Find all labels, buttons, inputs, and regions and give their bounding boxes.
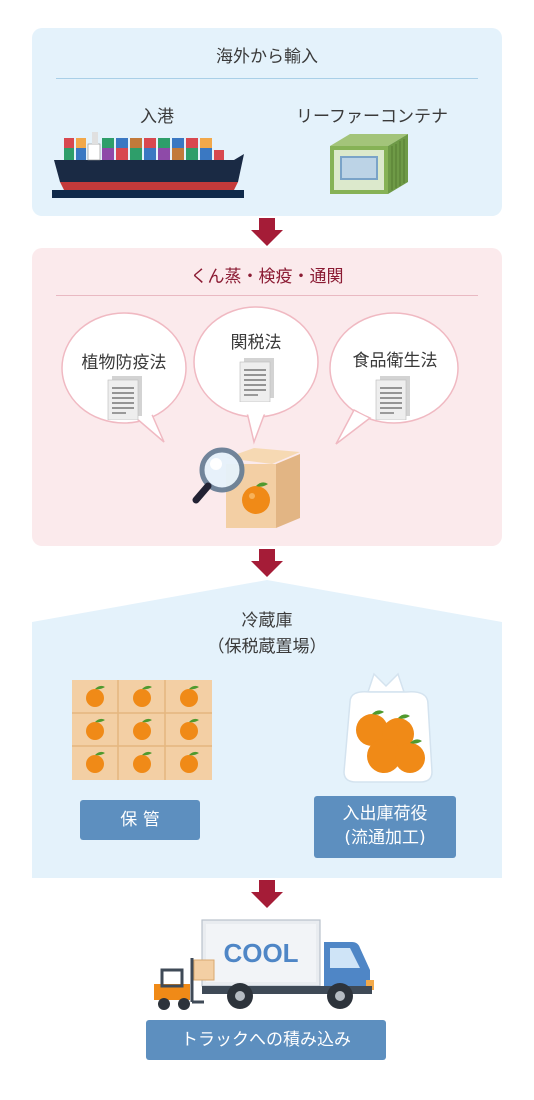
keep-storage-badge: 保 管 xyxy=(80,800,200,840)
inspection-box-icon xyxy=(192,447,300,528)
handling-label: 入出庫荷役 xyxy=(342,804,428,824)
inspection-title: くん蒸・検疫・通関 xyxy=(190,267,344,287)
cargo-ship-icon xyxy=(52,132,244,198)
handling-sub-label: (流通加工) xyxy=(344,828,426,848)
stacked-orange-boxes-icon xyxy=(72,680,212,780)
inspection-section: くん蒸・検疫・通関 植物防疫法 関税法 食品衛生法 xyxy=(32,248,502,546)
food-sanitation-law-label: 食品衛生法 xyxy=(352,351,438,371)
document-icon xyxy=(107,376,142,420)
down-arrow-icon xyxy=(251,880,283,908)
container-label: リーファーコンテナ xyxy=(296,107,448,127)
storage-subtitle: （保税蔵置場） xyxy=(207,637,327,657)
import-title: 海外から輸入 xyxy=(216,47,318,67)
document-icon xyxy=(375,376,410,420)
plant-protection-law-label: 植物防疫法 xyxy=(81,353,167,373)
storage-title: 冷蔵庫 xyxy=(241,611,293,631)
down-arrow-icon xyxy=(251,549,283,577)
inspection-divider xyxy=(56,295,478,296)
import-divider xyxy=(56,78,478,79)
document-icon xyxy=(239,358,274,402)
handling-badge: 入出庫荷役 (流通加工) xyxy=(314,796,456,858)
truck-loading-label: トラックへの積み込み xyxy=(181,1030,351,1050)
bagged-oranges-icon xyxy=(343,672,433,783)
speech-bubble-plant-law xyxy=(61,312,187,443)
import-section: 海外から輸入 入港 リーファーコンテナ xyxy=(32,28,502,216)
cool-truck-icon xyxy=(154,919,374,1010)
keep-label: 保 管 xyxy=(120,810,160,830)
down-arrow-icon xyxy=(251,218,283,246)
cool-text: COOL xyxy=(223,938,299,968)
truck-loading-badge: トラックへの積み込み xyxy=(146,1020,386,1060)
port-label: 入港 xyxy=(140,107,174,127)
speech-bubble-food-law xyxy=(329,312,459,445)
reefer-container-icon xyxy=(330,134,408,194)
customs-law-label: 関税法 xyxy=(230,333,282,353)
